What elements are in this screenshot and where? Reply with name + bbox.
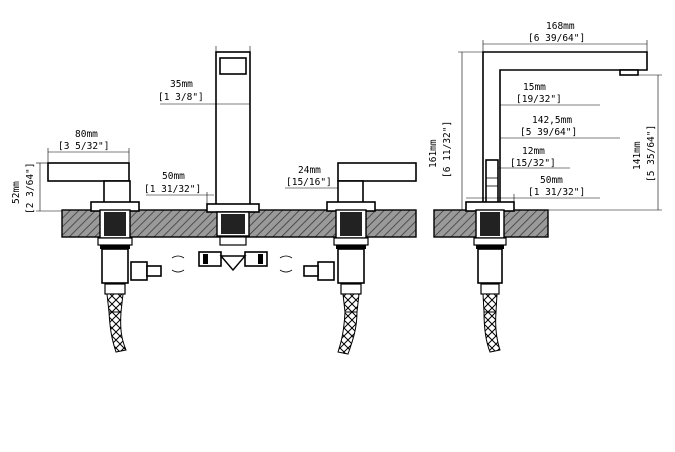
- side-spout: [465, 51, 648, 353]
- handle-length-imperial: [3 5/32"]: [58, 141, 109, 152]
- total-height-metric: 161mm: [428, 139, 439, 168]
- handle-height-metric: 52mm: [11, 181, 22, 204]
- left-handle: [47, 162, 140, 353]
- handle-thickness-imperial: [15/32"]: [510, 158, 556, 169]
- center-spout: [206, 51, 260, 246]
- body-height-imperial: [5 39/64"]: [520, 127, 577, 138]
- side-view: 168mm [6 39/64"] 15mm [19/32"] 142,5mm […: [428, 21, 662, 353]
- side-dimension-lines: [458, 40, 662, 211]
- front-view: 35mm [1 3/8"] 80mm [3 5/32"] 52mm [2 3/6…: [11, 46, 417, 355]
- side-base-diameter-metric: 50mm: [540, 175, 563, 186]
- outlet-height-metric: 141mm: [632, 141, 643, 170]
- front-dimension-lines: [36, 46, 364, 212]
- handle-height-imperial: [2 3/64"]: [25, 163, 36, 214]
- handle-width-imperial: [15/16"]: [286, 177, 332, 188]
- side-base-diameter-imperial: [1 31/32"]: [528, 187, 585, 198]
- spout-reach-imperial: [6 39/64"]: [528, 33, 585, 44]
- mixing-tee-connector: [130, 251, 335, 281]
- right-handle: [326, 162, 417, 355]
- spout-reach-metric: 168mm: [546, 21, 575, 32]
- handle-width-metric: 24mm: [298, 165, 321, 176]
- spout-width-imperial: [1 3/8"]: [158, 92, 204, 103]
- base-diameter-imperial: [1 31/32"]: [144, 184, 201, 195]
- base-diameter-metric: 50mm: [162, 171, 185, 182]
- spout-thickness-metric: 15mm: [523, 82, 546, 93]
- spout-width-metric: 35mm: [170, 79, 193, 90]
- handle-thickness-metric: 12mm: [522, 146, 545, 157]
- total-height-imperial: [6 11/32"]: [442, 121, 453, 178]
- spout-thickness-imperial: [19/32"]: [516, 94, 562, 105]
- handle-length-metric: 80mm: [75, 129, 98, 140]
- outlet-height-imperial: [5 35/64"]: [646, 125, 657, 182]
- body-height-metric: 142,5mm: [532, 115, 572, 126]
